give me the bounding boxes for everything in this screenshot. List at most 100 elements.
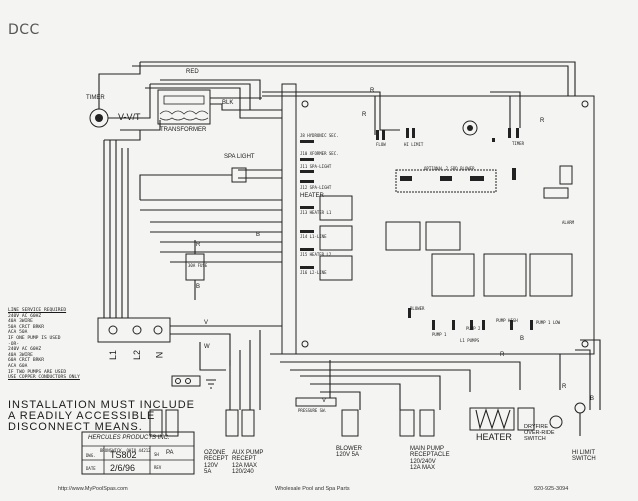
service-note: ACA 60A xyxy=(8,363,28,369)
heater-element xyxy=(469,407,515,431)
aux-pump-label: AUX PUMP RECEPT 12A MAX 120/240 xyxy=(232,450,263,476)
hdr-j11: J11 SPA-LIGHT xyxy=(300,164,332,169)
hdr-j14: J14 L1-LINE xyxy=(300,234,327,239)
ground-lug xyxy=(171,375,201,387)
wire-r-5: R xyxy=(500,352,505,358)
pressure-sw-label: PRESSURE SW. xyxy=(298,408,327,413)
optional-blower-label: OPTIONAL 2 SPD BLOWER xyxy=(424,166,475,171)
vvt-label: V-V/T xyxy=(118,112,141,122)
ozone-recept-label: OZONE RECEPT 120V 5A xyxy=(204,450,228,476)
pump-low-label: PUMP 1 LOW xyxy=(536,320,561,325)
install-note-line: A READILY ACCESSIBLE xyxy=(8,410,156,422)
footer-phone: 920-925-3094 xyxy=(534,486,569,492)
relay-2 xyxy=(319,225,353,251)
aux-line: 120/240 xyxy=(232,469,254,476)
service-note: -OR- xyxy=(8,341,20,347)
ozone-line: 120V xyxy=(204,462,219,469)
company-name: HERCULES PRODUCTS INC. xyxy=(88,435,170,441)
service-note: IF TWO PUMPS ARE USED xyxy=(8,369,67,375)
drawing-tag: DCC xyxy=(8,22,40,38)
blower-j-label: BLOWER xyxy=(410,306,425,311)
sheet-value: PA xyxy=(166,450,174,456)
optional-blower-block xyxy=(395,169,497,193)
dwg-label: DWG. xyxy=(86,453,96,458)
relay-3 xyxy=(319,255,353,281)
relay-k6 xyxy=(529,253,573,297)
service-note: LINE SERVICE REQUIRED xyxy=(8,308,67,313)
main-pump-line: RECEPTACLE xyxy=(410,452,450,459)
wire-r-3: R xyxy=(540,118,545,124)
flow-label: FLOW xyxy=(376,142,386,147)
hdr-j10: J10 XFORMER SEC. xyxy=(300,151,339,156)
pump2-label: PUMP 2 xyxy=(466,326,481,331)
main-pump-line: MAIN PUMP xyxy=(410,446,445,452)
relay-pump xyxy=(425,221,461,251)
hdr-j13: J13 HEATER L1 xyxy=(300,210,332,215)
timer-board-label: TIMER xyxy=(512,141,525,146)
wire-w-1: W xyxy=(204,344,210,350)
wire-r-1: R xyxy=(370,88,375,94)
relay-blower xyxy=(385,221,421,251)
title-block xyxy=(81,431,195,475)
red-label: RED xyxy=(186,69,199,75)
blower-line: 120V 5A xyxy=(336,452,360,459)
sheet-label: SH xyxy=(154,452,159,457)
heater-label: HEATER xyxy=(300,193,324,199)
service-note: 50A CRCT BRKR xyxy=(8,324,44,330)
wire-b-3: B xyxy=(520,336,525,342)
service-note: 40A 3WIRE xyxy=(8,319,33,325)
install-note: INSTALLATION MUST INCLUDE A READILY ACCE… xyxy=(8,400,195,433)
date-value: 2/6/96 xyxy=(110,463,136,473)
aux-line: 12A MAX xyxy=(232,462,258,469)
main-pump-line: 120/240V xyxy=(410,458,436,465)
wire-r-4: R xyxy=(196,242,201,248)
date-label: DATE xyxy=(86,466,96,471)
ozone-line: OZONE xyxy=(204,450,226,456)
service-note: 60A CRCT BRKR xyxy=(8,358,44,364)
blower-label: BLOWER 120V 5A xyxy=(336,446,362,459)
terminal-block xyxy=(97,317,171,343)
service-note: ACA 50A xyxy=(8,330,28,336)
install-note-line: INSTALLATION MUST INCLUDE xyxy=(8,399,195,411)
transformer-label: TRANSFORMER xyxy=(160,127,207,133)
relay-1 xyxy=(319,195,353,221)
hdr-j16: J16 L2-LINE xyxy=(300,270,327,275)
wire-v-1: V xyxy=(204,320,209,326)
company-city: BRUNSWICK, OHIO 44212 xyxy=(100,448,151,453)
control-board-outline xyxy=(295,95,595,355)
main-pump-label: MAIN PUMP RECEPTACLE 120/240V 12A MAX xyxy=(410,446,450,472)
alarm-label: ALARM xyxy=(562,220,575,225)
hdr-j8: J8 HYDRONIC SEC. xyxy=(300,133,339,138)
dryfire-label: DRYFIRE OVER-RIDE SWITCH xyxy=(524,424,555,442)
wire-b-1: B xyxy=(196,284,201,290)
ozone-line: 5A xyxy=(204,469,212,476)
board-left-rail xyxy=(281,83,297,355)
hi-limit-board-label: HI LIMIT xyxy=(404,142,424,147)
relay-k4 xyxy=(431,253,475,297)
service-note: 240V AC 60HZ xyxy=(8,313,42,319)
pump1-label: PUMP 1 xyxy=(432,332,447,337)
hdr-j12: J12 SPA-LIGHT xyxy=(300,185,332,190)
footer-center: Wholesale Pool and Spa Parts xyxy=(275,486,350,492)
terminal-n: N xyxy=(154,351,165,359)
install-note-line: DISCONNECT MEANS. xyxy=(8,421,143,433)
footer-url[interactable]: http://www.MyPoolSpas.com xyxy=(58,486,128,492)
wire-b-2: B xyxy=(256,232,261,238)
blower-line: BLOWER xyxy=(336,446,363,452)
ozone-line: RECEPT xyxy=(204,456,229,463)
timer-label: TIMER xyxy=(86,95,105,101)
dwg-number: TS802 xyxy=(110,450,137,460)
heater-bottom-label: HEATER xyxy=(476,432,512,442)
wire-r-6: R xyxy=(562,384,567,390)
wire-r-2: R xyxy=(362,112,367,118)
spa-light-label: SPA LIGHT xyxy=(224,154,255,160)
relay-k5 xyxy=(483,253,527,297)
service-notes: LINE SERVICE REQUIRED 240V AC 60HZ 40A 3… xyxy=(8,308,80,381)
terminal-l1: L1 xyxy=(108,349,119,361)
terminal-l2: L2 xyxy=(132,349,143,361)
transformer-body xyxy=(157,89,211,125)
pump-high-label: PUMP HIGH xyxy=(496,318,518,323)
l1-pumps-label: L1 PUMPS xyxy=(460,338,480,343)
hi-limit-switch-label: HI LIMIT SWITCH xyxy=(572,450,596,463)
service-note: USE COPPER CONDUCTORS ONLY xyxy=(8,375,80,381)
